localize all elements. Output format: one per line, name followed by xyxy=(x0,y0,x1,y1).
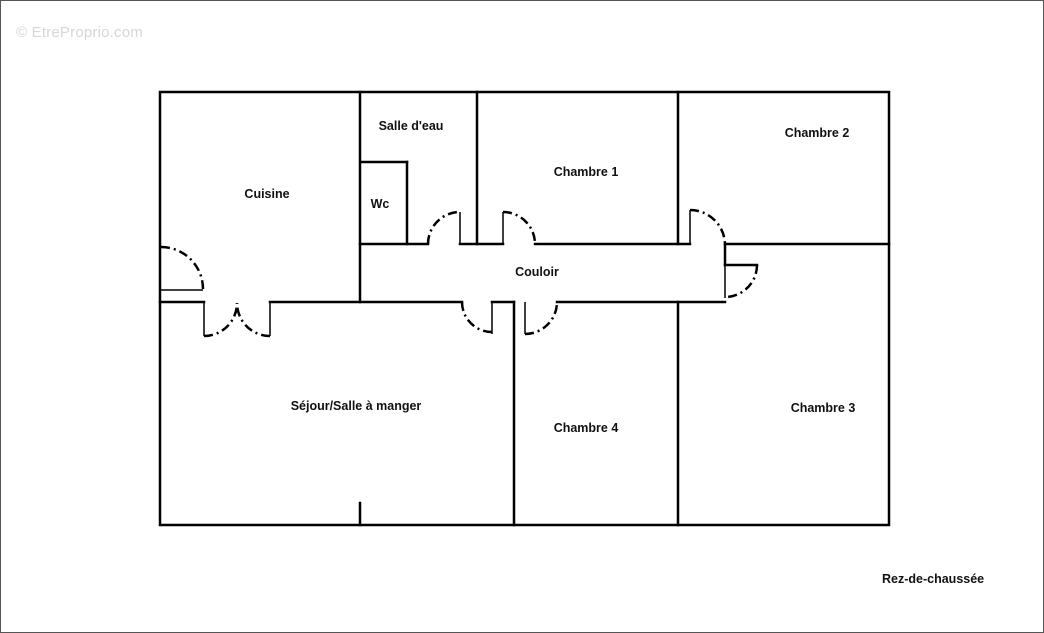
door-swing xyxy=(235,302,271,338)
room-label-salle-deau: Salle d'eau xyxy=(379,119,444,133)
door-swing xyxy=(426,210,461,245)
door-swing xyxy=(160,245,205,290)
room-label-chambre-3: Chambre 3 xyxy=(791,401,856,415)
door-swing xyxy=(689,208,727,246)
watermark: © EtreProprio.com xyxy=(16,24,143,41)
door-swing xyxy=(460,301,493,334)
floor-label: Rez-de-chaussée xyxy=(882,572,985,586)
door-swing xyxy=(524,301,559,336)
room-label-chambre-2: Chambre 2 xyxy=(785,126,850,140)
room-label-chambre-4: Chambre 4 xyxy=(554,421,619,435)
room-label-cuisine: Cuisine xyxy=(244,187,289,201)
door-swing xyxy=(724,264,759,299)
room-label-couloir: Couloir xyxy=(515,265,559,279)
door-swing xyxy=(502,210,537,245)
room-label-sejour: Séjour/Salle à manger xyxy=(291,399,422,413)
room-label-chambre-1: Chambre 1 xyxy=(554,165,619,179)
outer-wall xyxy=(158,90,891,527)
door-swing xyxy=(203,302,239,338)
room-label-wc: Wc xyxy=(371,197,390,211)
